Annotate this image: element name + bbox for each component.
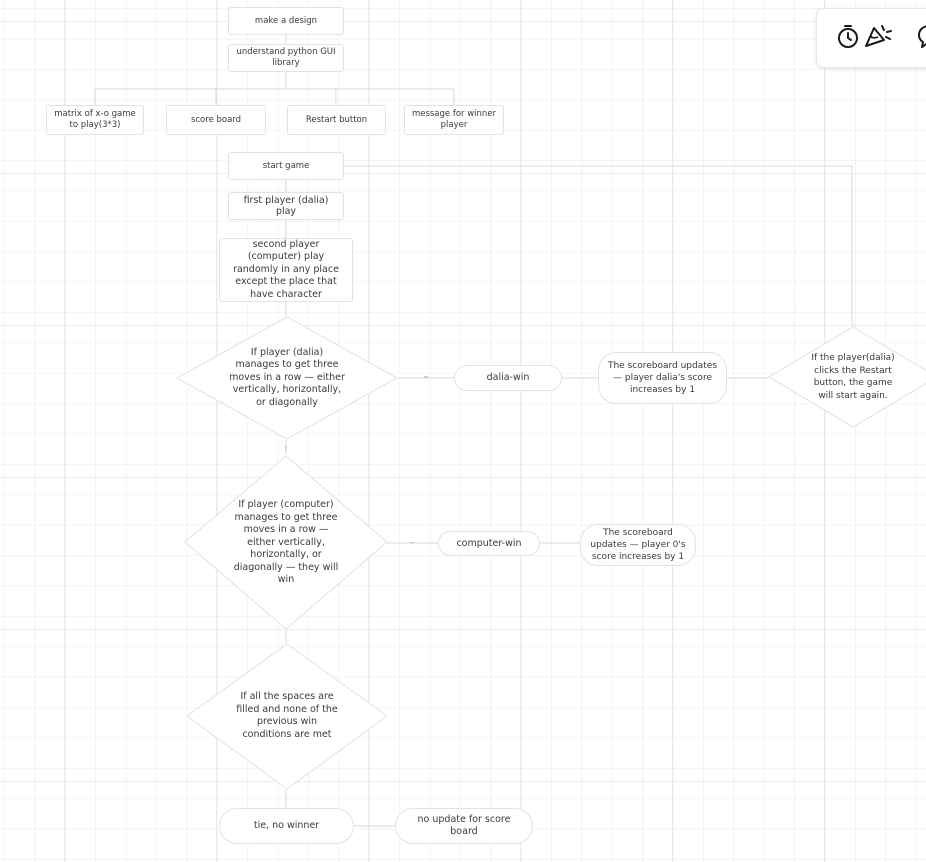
node-start-game[interactable]: start game (228, 152, 344, 180)
celebrate-icon[interactable] (863, 23, 893, 53)
decision-computer-text: If player (computer) manages to get thre… (233, 499, 339, 586)
connector-restart-loop (344, 165, 853, 326)
node-understand-gui[interactable]: understand python GUI library (228, 44, 344, 72)
decision-dalia-text: If player (dalia) manages to get three m… (229, 346, 345, 408)
node-restart-button[interactable]: Restart button (287, 105, 386, 135)
node-dalia-win[interactable]: dalia-win (454, 365, 562, 391)
node-second-player[interactable]: second player (computer) play randomly i… (219, 238, 353, 302)
arrow-tick-icon (424, 376, 428, 378)
diamond-shape (176, 316, 398, 440)
node-scoreboard-computer[interactable]: The scoreboard updates — player 0's scor… (580, 524, 696, 566)
decision-dalia-wins[interactable]: If player (dalia) manages to get three m… (176, 316, 398, 440)
diamond-shape (184, 455, 388, 630)
floating-toolbar (816, 8, 926, 68)
node-tie[interactable]: tie, no winner (219, 808, 354, 844)
node-message-winner[interactable]: message for winner player (404, 105, 504, 135)
diamond-shape (768, 326, 926, 428)
node-scoreboard-dalia[interactable]: The scoreboard updates — player dalia's … (598, 352, 727, 404)
diamond-shape (186, 643, 388, 790)
node-matrix[interactable]: matrix of x-o game to play(3*3) (46, 105, 144, 135)
comment-icon[interactable] (917, 23, 926, 53)
node-first-player[interactable]: first player (dalia) play (228, 192, 344, 220)
timer-icon[interactable] (837, 23, 861, 53)
node-score-board[interactable]: score board (166, 105, 266, 135)
node-no-update[interactable]: no update for score board (395, 808, 533, 844)
decision-restart[interactable]: If the player(dalia) clicks the Restart … (768, 326, 926, 428)
node-make-design[interactable]: make a design (228, 7, 344, 35)
decision-restart-text: If the player(dalia) clicks the Restart … (811, 353, 895, 401)
decision-tie[interactable]: If all the spaces are filled and none of… (186, 643, 388, 790)
decision-tie-text: If all the spaces are filled and none of… (236, 691, 338, 740)
node-computer-win[interactable]: computer-win (438, 531, 540, 556)
arrow-tick-icon (285, 446, 287, 450)
arrow-tick-icon (410, 542, 414, 544)
decision-computer-wins[interactable]: If player (computer) manages to get thre… (184, 455, 388, 630)
